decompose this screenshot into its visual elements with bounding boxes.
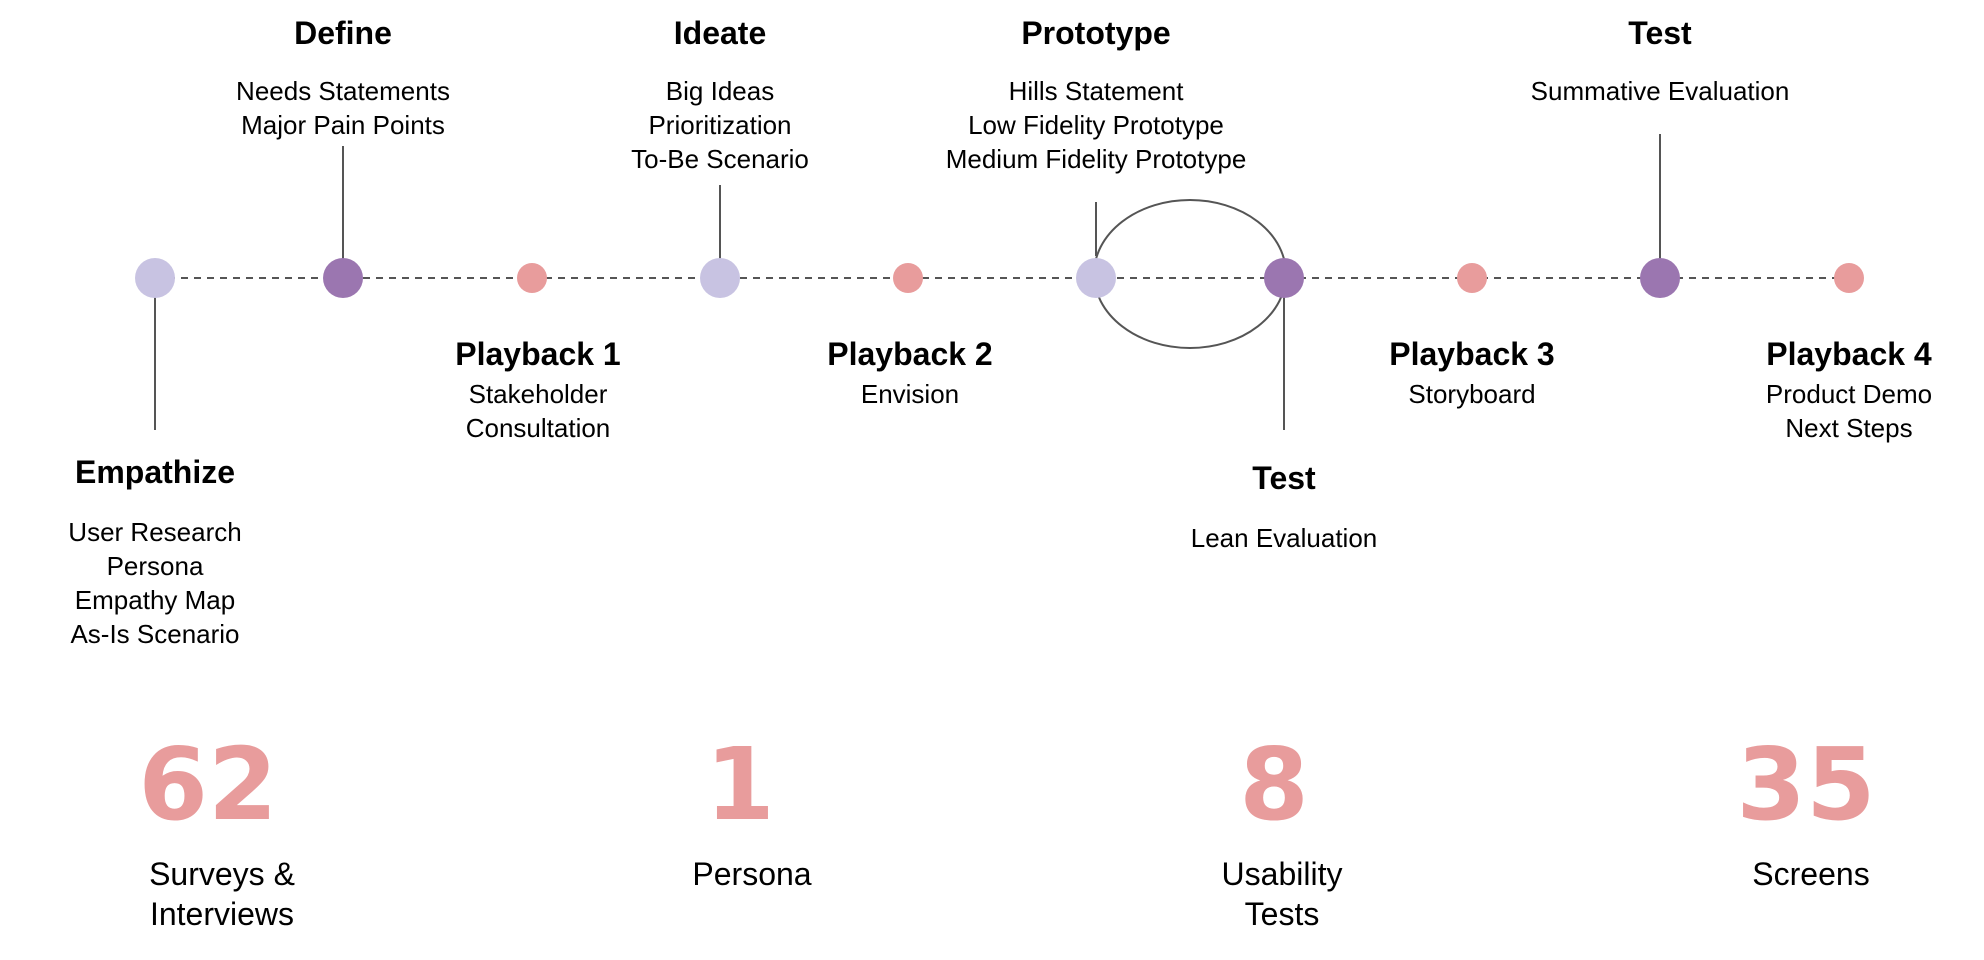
stage-items: Stakeholder Consultation bbox=[455, 377, 620, 445]
node-playback-2 bbox=[893, 263, 923, 293]
stage-title: Playback 1 bbox=[455, 336, 621, 372]
stage-title: Define bbox=[294, 15, 392, 51]
stat-label-line: Surveys & bbox=[149, 856, 295, 892]
iteration-loop bbox=[1093, 199, 1287, 349]
stage-title: Ideate bbox=[673, 15, 767, 51]
stage-playback-1: Playback 1 Stakeholder Consultation bbox=[455, 335, 620, 445]
stage-item: Empathy Map bbox=[74, 585, 236, 615]
stat-label-line: Interviews bbox=[149, 896, 295, 932]
stat-surveys-number: 62 bbox=[138, 726, 278, 843]
stage-title: Playback 2 bbox=[827, 336, 993, 372]
stage-items: Big Ideas Prioritization To-Be Scenario bbox=[631, 74, 809, 176]
stage-title: Test bbox=[1628, 15, 1692, 51]
stat-screens-number: 35 bbox=[1736, 726, 1876, 843]
node-ideate bbox=[700, 258, 740, 298]
stat-label-line: Screens bbox=[1752, 856, 1870, 892]
stage-prototype: Prototype Hills Statement Low Fidelity P… bbox=[946, 14, 1247, 176]
stage-item: Storyboard bbox=[1408, 379, 1536, 409]
stage-items: Envision bbox=[827, 377, 992, 411]
stat-surveys-label: Surveys & Interviews bbox=[149, 854, 295, 934]
stage-item: Medium Fidelity Prototype bbox=[945, 144, 1247, 174]
node-playback-4 bbox=[1834, 263, 1864, 293]
stage-ideate: Ideate Big Ideas Prioritization To-Be Sc… bbox=[631, 14, 809, 176]
stage-item: Envision bbox=[860, 379, 960, 409]
node-define bbox=[323, 258, 363, 298]
stage-title: Playback 4 bbox=[1766, 336, 1932, 372]
stat-label-line: Usability bbox=[1221, 856, 1343, 892]
stage-item: User Research bbox=[68, 517, 242, 547]
stat-screens-label: Screens bbox=[1752, 854, 1869, 894]
node-test-lean bbox=[1264, 258, 1304, 298]
node-test-summative bbox=[1640, 258, 1680, 298]
stage-item: Product Demo bbox=[1765, 379, 1933, 409]
stage-item: Stakeholder bbox=[468, 379, 608, 409]
stage-define: Define Needs Statements Major Pain Point… bbox=[236, 14, 450, 142]
stage-test-summative: Test Summative Evaluation bbox=[1531, 14, 1790, 108]
stage-playback-4: Playback 4 Product Demo Next Steps bbox=[1766, 335, 1932, 445]
stage-item: Lean Evaluation bbox=[1190, 523, 1378, 553]
stage-items: Summative Evaluation bbox=[1531, 74, 1790, 108]
stage-item: Needs Statements bbox=[236, 76, 450, 106]
stage-items: Needs Statements Major Pain Points bbox=[236, 74, 450, 142]
stage-title: Empathize bbox=[74, 454, 236, 490]
stage-items: Storyboard bbox=[1389, 377, 1554, 411]
stage-item: Big Ideas bbox=[665, 76, 775, 106]
stage-item: Consultation bbox=[465, 413, 611, 443]
stage-item: Hills Statement bbox=[1008, 76, 1184, 106]
stage-item: Prioritization bbox=[648, 110, 792, 140]
stat-persona-label: Persona bbox=[692, 854, 811, 894]
stage-items: Product Demo Next Steps bbox=[1766, 377, 1932, 445]
stage-items: Lean Evaluation bbox=[1191, 521, 1377, 555]
stage-item: Major Pain Points bbox=[241, 110, 445, 140]
stat-persona-number: 1 bbox=[705, 726, 775, 843]
stage-title: Prototype bbox=[1021, 15, 1171, 51]
stage-playback-3: Playback 3 Storyboard bbox=[1389, 335, 1554, 411]
stage-item: Next Steps bbox=[1785, 413, 1913, 443]
stage-title: Test bbox=[1252, 460, 1316, 496]
node-prototype bbox=[1076, 258, 1116, 298]
stage-test-lean: Test Lean Evaluation bbox=[1191, 459, 1377, 555]
stage-items: User Research Persona Empathy Map As-Is … bbox=[68, 515, 241, 651]
stat-usability-label: Usability Tests bbox=[1222, 854, 1343, 934]
stage-item: Summative Evaluation bbox=[1530, 76, 1790, 106]
node-playback-3 bbox=[1457, 263, 1487, 293]
node-empathize bbox=[135, 258, 175, 298]
stage-playback-2: Playback 2 Envision bbox=[827, 335, 992, 411]
stage-item: Low Fidelity Prototype bbox=[968, 110, 1224, 140]
stage-item: As-Is Scenario bbox=[70, 619, 240, 649]
stat-usability-number: 8 bbox=[1239, 726, 1309, 843]
stage-item: To-Be Scenario bbox=[631, 144, 809, 174]
stage-title: Playback 3 bbox=[1389, 336, 1555, 372]
stat-label-line: Tests bbox=[1244, 896, 1320, 932]
stage-item: Persona bbox=[106, 551, 204, 581]
stat-label-line: Persona bbox=[692, 856, 812, 892]
stage-empathize: Empathize User Research Persona Empathy … bbox=[68, 453, 241, 651]
node-playback-1 bbox=[517, 263, 547, 293]
stage-items: Hills Statement Low Fidelity Prototype M… bbox=[946, 74, 1247, 176]
